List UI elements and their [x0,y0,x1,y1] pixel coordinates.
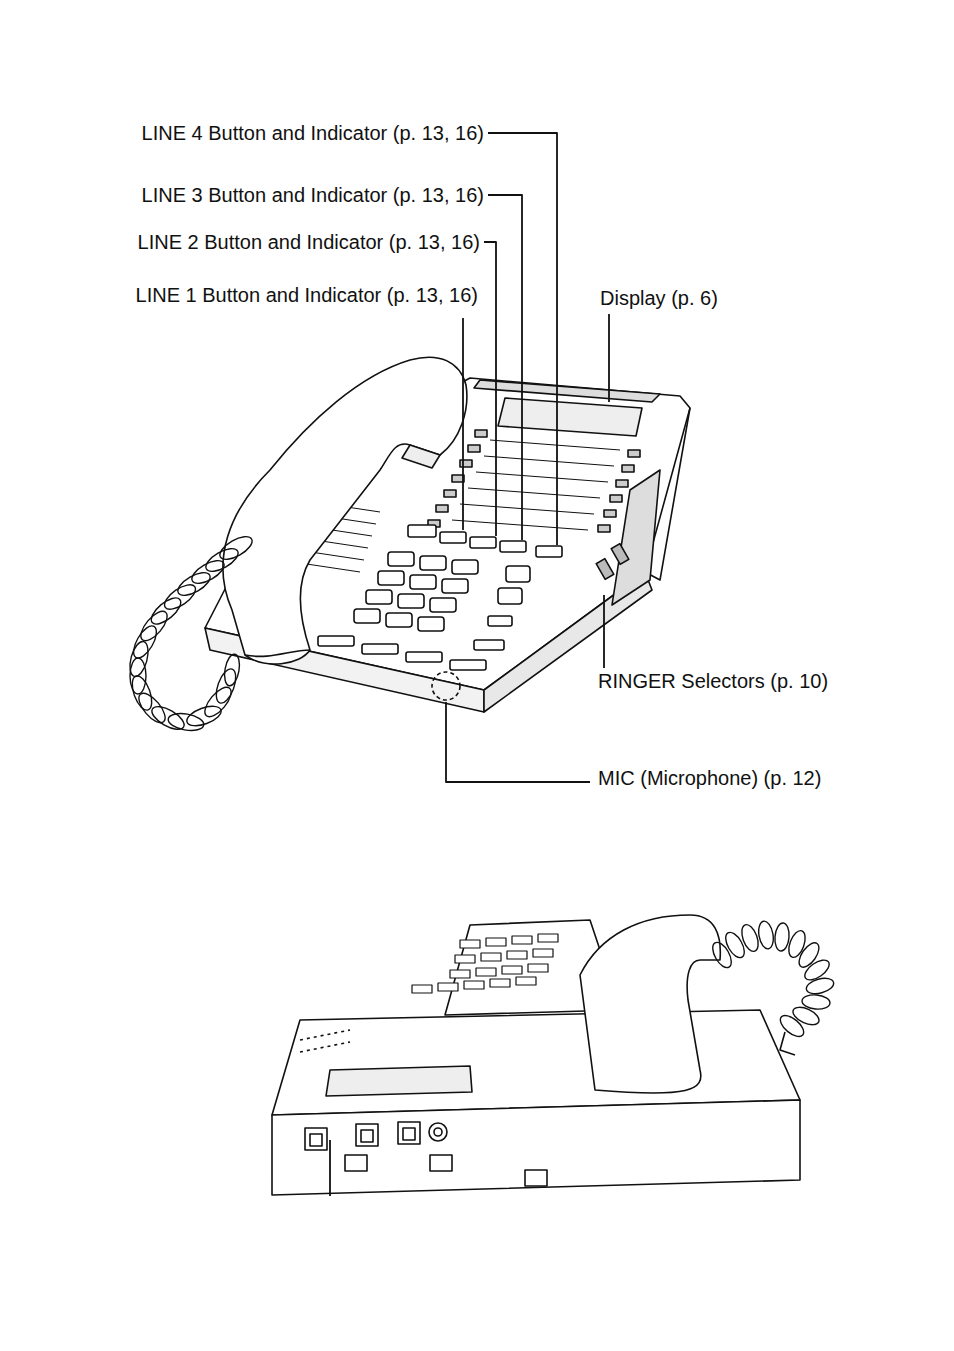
callout-label: MIC (Microphone) (p. 12) [598,766,821,790]
callout-label: LINE 3 Button and Indicator (p. 13, 16) [142,183,484,207]
callout-label: Display (p. 6) [600,286,718,310]
callout-label: LINE 2 Button and Indicator (p. 13, 16) [138,230,480,254]
callout-label: LINE 4 Button and Indicator (p. 13, 16) [142,121,484,145]
callout-label: RINGER Selectors (p. 10) [598,669,828,693]
callout-label: LINE 1 Button and Indicator (p. 13, 16) [136,283,478,307]
